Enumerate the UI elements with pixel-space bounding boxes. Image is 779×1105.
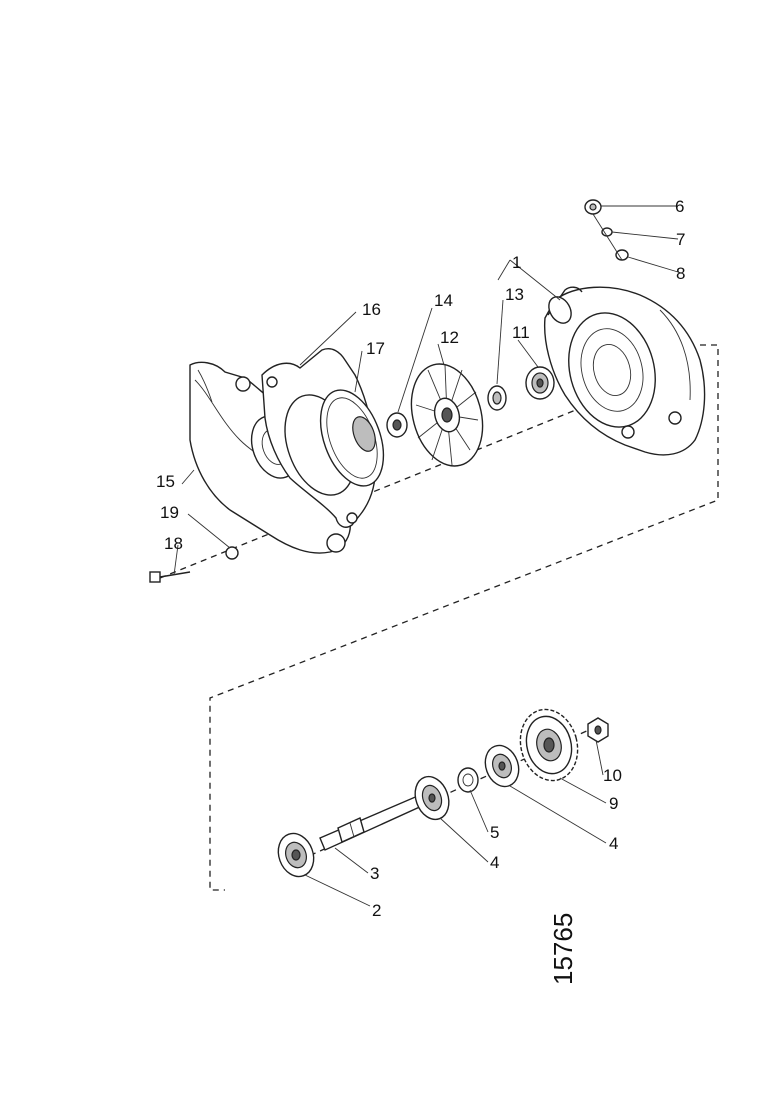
callout-13: 13 — [505, 285, 524, 304]
housing-fasteners — [584, 199, 629, 261]
callout-4b: 4 — [609, 834, 618, 853]
callout-6: 6 — [675, 197, 684, 216]
pump-shaft — [319, 794, 425, 851]
callout-7: 7 — [676, 230, 685, 249]
drive-gear — [519, 708, 579, 782]
callout-8: 8 — [676, 264, 685, 283]
callout-9: 9 — [609, 794, 618, 813]
assembly-dash-lines — [159, 344, 719, 891]
bearing-2 — [484, 744, 520, 788]
callout-19: 19 — [160, 503, 179, 522]
callout-16: 16 — [362, 300, 381, 319]
callout-18: 18 — [164, 534, 183, 553]
callout-15: 15 — [156, 472, 175, 491]
callout-12: 12 — [440, 328, 459, 347]
callout-10: 10 — [603, 766, 622, 785]
shaft-seal — [525, 366, 555, 400]
callout-4a: 4 — [490, 853, 499, 872]
callout-3: 3 — [370, 864, 379, 883]
cover-bolt — [149, 546, 239, 583]
leader-lines — [173, 205, 679, 907]
impeller — [410, 363, 484, 467]
callout-11: 11 — [512, 323, 530, 342]
callout-labels: 1 2 3 4 4 5 6 7 8 9 10 11 12 13 14 15 16… — [156, 197, 685, 920]
small-seal — [487, 385, 507, 411]
o-ring-flange — [319, 389, 385, 487]
gear-nut — [587, 717, 609, 743]
shaft-end-bearing — [277, 832, 315, 878]
bearing-1 — [414, 775, 450, 821]
callout-1: 1 — [512, 253, 521, 272]
pump-housing — [543, 286, 706, 456]
drawing-number: 15765 — [548, 913, 578, 985]
callout-2: 2 — [372, 901, 381, 920]
impeller-nut — [386, 412, 408, 438]
spacer — [457, 767, 479, 793]
callout-17: 17 — [366, 339, 385, 358]
callout-14: 14 — [434, 291, 453, 310]
callout-5: 5 — [490, 823, 499, 842]
